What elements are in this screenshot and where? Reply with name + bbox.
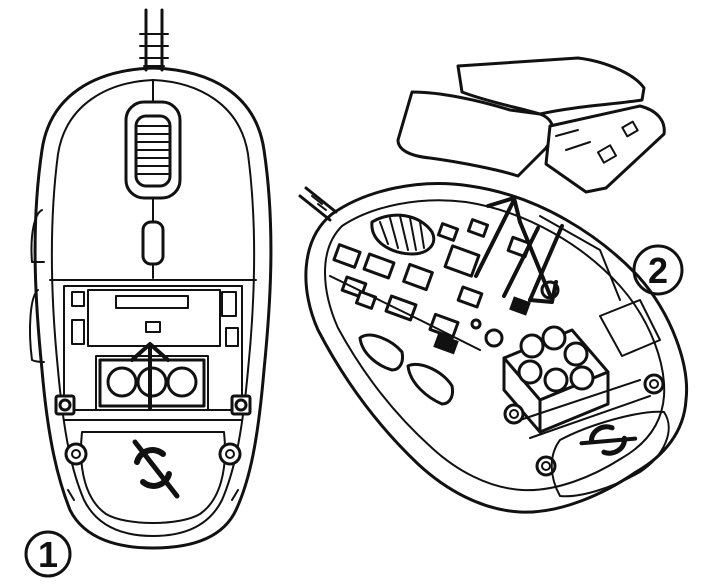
screw-iso-bottom [535,455,557,477]
weight-iso-2 [541,325,567,351]
weight-3 [166,366,198,398]
step-2-number: 2 [648,250,668,291]
mouse-body-iso [304,182,689,514]
side-button-front-iso [358,333,404,372]
side-button-back [29,289,45,363]
step-1-number: 1 [38,534,58,575]
weight-iso-6 [569,365,595,391]
brand-logo-icon-iso [579,424,638,456]
weight-1 [106,366,138,398]
mouse-isometric-view: 2 [298,56,689,514]
weight-compartment-iso [502,325,610,434]
palm-rest-plate [80,431,226,524]
weight-iso-3 [563,341,589,367]
weight-iso-5 [543,367,569,393]
palm-screw-right [218,442,242,466]
brand-logo-icon [132,439,180,499]
up-arrow-icon [130,342,170,410]
dpi-button [141,220,165,266]
mouse-cable-iso [298,186,338,222]
weight-iso-4 [517,359,543,385]
lifted-top-shell-front [396,90,555,178]
mouse-outer-shell [33,66,273,550]
step-1-badge: 1 [24,530,72,578]
mouse-top-view: 1 [24,8,273,578]
mouse-cable [139,8,169,72]
side-button-back-iso [406,363,454,406]
weight-iso-1 [519,333,545,359]
palm-screw-left [64,442,88,466]
palm-rest-plate-iso [550,410,670,498]
lifted-top-shell-rear [456,56,646,116]
screw-iso-left [503,403,525,425]
screw-iso-top [643,373,665,395]
double-arrow-icon [474,196,564,304]
interior-components [329,215,621,355]
screw-left [54,394,76,416]
scroll-wheel-iso [370,213,436,256]
step-2-badge: 2 [632,244,684,296]
side-button-front [30,209,45,263]
screw-right [230,394,252,416]
